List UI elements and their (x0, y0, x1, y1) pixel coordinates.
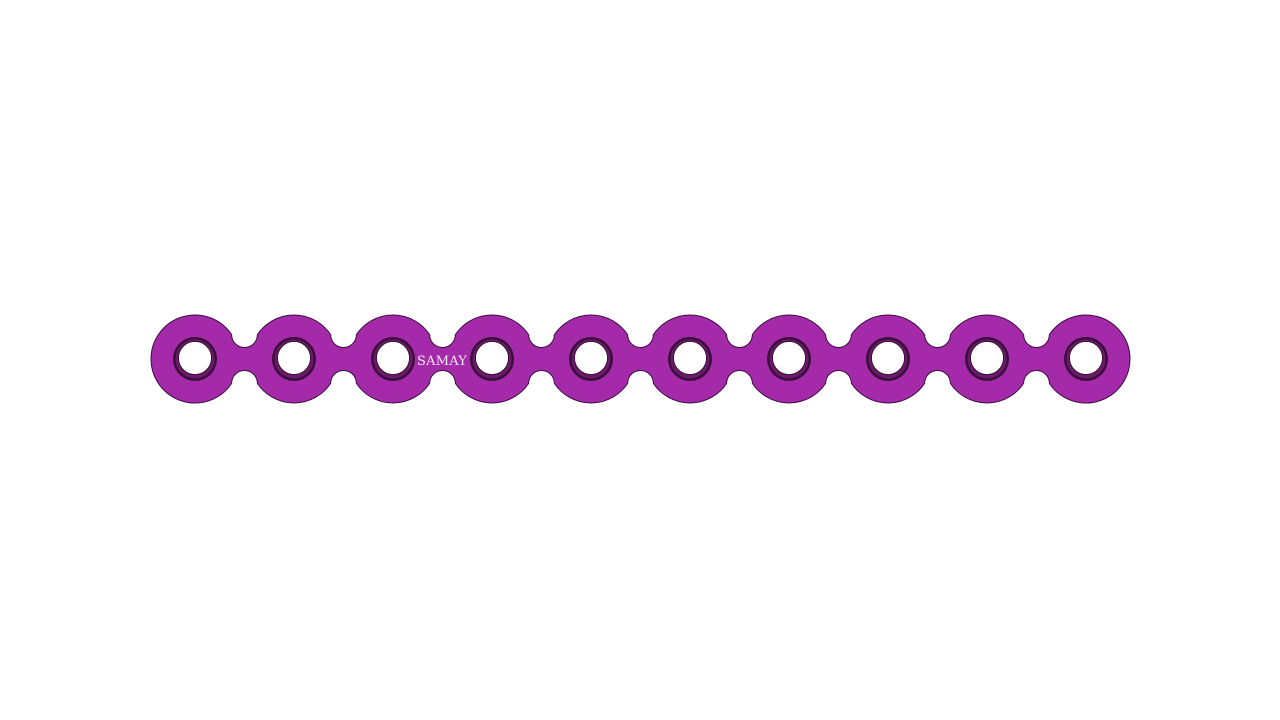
hole-opening (475, 341, 509, 375)
screw-hole-icon (668, 337, 712, 381)
screw-hole-icon (569, 337, 613, 381)
screw-hole-icon (965, 337, 1009, 381)
hole-opening (871, 341, 905, 375)
hole-opening (178, 341, 212, 375)
screw-hole-icon (371, 337, 415, 381)
plate-body (150, 314, 1131, 404)
screw-hole-icon (173, 337, 217, 381)
hole-opening (970, 341, 1004, 375)
brand-logo: SAMAY (417, 354, 467, 369)
screw-hole-icon (1064, 337, 1108, 381)
screw-holes (173, 337, 1108, 381)
screw-hole-icon (767, 337, 811, 381)
screw-hole-icon (866, 337, 910, 381)
hole-opening (673, 341, 707, 375)
hole-opening (1069, 341, 1103, 375)
hole-opening (772, 341, 806, 375)
screw-hole-icon (272, 337, 316, 381)
hole-opening (376, 341, 410, 375)
hole-opening (574, 341, 608, 375)
hole-opening (277, 341, 311, 375)
screw-hole-icon (470, 337, 514, 381)
